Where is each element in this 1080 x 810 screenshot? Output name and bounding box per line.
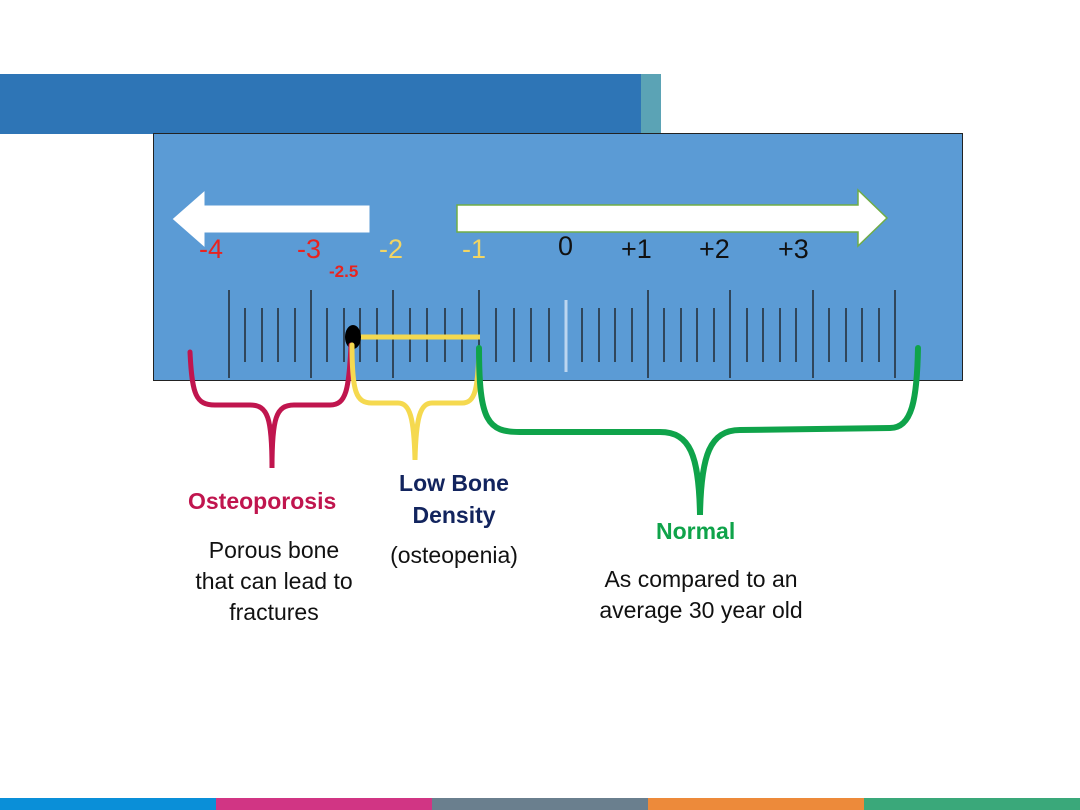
footer-segment-1 [0,798,216,810]
low-bone-density-description: (osteopenia) [390,542,518,568]
normal-bracket [476,345,921,516]
tick-label-minus-3: -3 [297,234,322,264]
osteoporosis-title: Osteoporosis [188,488,337,514]
left-arrow [171,188,371,250]
normal-description-line-2: average 30 year old [599,597,803,623]
osteoporosis-description: Porous bone that can lead to fractures [174,535,374,628]
tick-label-plus-3: +3 [778,234,809,264]
scale-panel [153,133,963,381]
normal-title: Normal [656,518,736,544]
footer-segment-5 [864,798,1080,810]
right-arrow [456,188,889,248]
ruler-ticks [228,290,896,378]
tick-label-minus-4: -4 [199,234,224,264]
osteoporosis-description-line-3: fractures [229,599,319,625]
osteopenia-bracket [349,342,482,461]
low-bone-density-title-line-2: Density [412,502,496,528]
footer-segment-2 [216,798,432,810]
title-bar-accent [641,74,661,134]
normal-description-line-1: As compared to an [604,566,798,592]
low-bone-density-title: Low Bone Density [374,467,534,531]
osteoporosis-description-line-2: that can lead to [195,568,353,594]
threshold-marker [345,325,361,349]
threshold-label: -2.5 [329,262,359,281]
normal-description: As compared to an average 30 year old [571,564,831,626]
osteoporosis-bracket [187,342,354,469]
tick-label-minus-2: -2 [379,234,404,264]
tick-label-minus-1: -1 [462,234,487,264]
footer-segment-3 [432,798,648,810]
tick-label-plus-1: +1 [621,234,652,264]
osteoporosis-description-line-1: Porous bone [208,537,340,563]
low-bone-density-title-line-1: Low Bone [399,470,509,496]
footer-segment-4 [648,798,864,810]
footer-stripe [0,798,1080,810]
tick-label-plus-2: +2 [699,234,730,264]
tick-label-0: 0 [558,231,574,261]
title-bar [0,74,641,134]
